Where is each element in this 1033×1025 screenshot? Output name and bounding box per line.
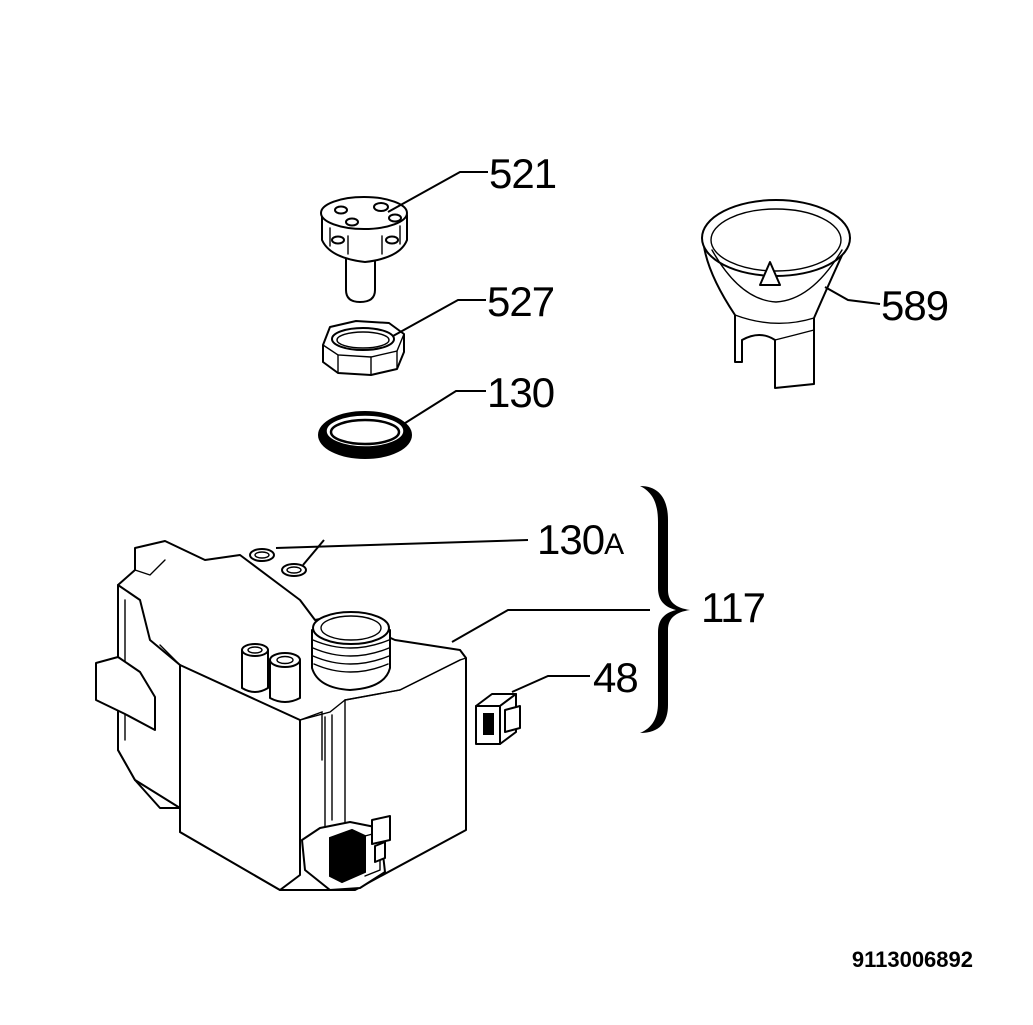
leader-589 xyxy=(824,286,881,305)
callout-130a-suffix: A xyxy=(604,528,624,561)
leader-521 xyxy=(387,171,488,213)
callout-130a-number: 130 xyxy=(537,516,604,563)
callout-521: 521 xyxy=(489,150,556,197)
hex-nut-527 xyxy=(322,320,405,376)
leader-117 xyxy=(451,609,650,643)
assembly-brace xyxy=(640,486,690,733)
callout-117: 117 xyxy=(701,584,765,631)
drawing-number: 9113006892 xyxy=(852,947,973,972)
leader-130 xyxy=(401,390,486,426)
container-tubes xyxy=(241,643,301,703)
leader-lines xyxy=(275,171,881,693)
container-threaded-neck xyxy=(311,611,391,691)
leader-130a-b xyxy=(302,539,325,566)
leader-527 xyxy=(392,299,486,337)
leader-130a-a xyxy=(275,539,529,549)
callout-527: 527 xyxy=(487,278,554,325)
callout-48: 48 xyxy=(593,654,638,701)
callout-589: 589 xyxy=(881,282,948,329)
switch-48 xyxy=(475,693,521,745)
cap-knob-521 xyxy=(320,196,408,303)
sealing-ring-130 xyxy=(318,411,412,459)
funnel-589 xyxy=(701,199,851,389)
container-117 xyxy=(95,540,467,891)
container-connector xyxy=(301,815,391,891)
callout-130: 130 xyxy=(487,369,554,416)
callout-130a: 130A xyxy=(537,516,624,563)
leader-48 xyxy=(511,675,590,693)
